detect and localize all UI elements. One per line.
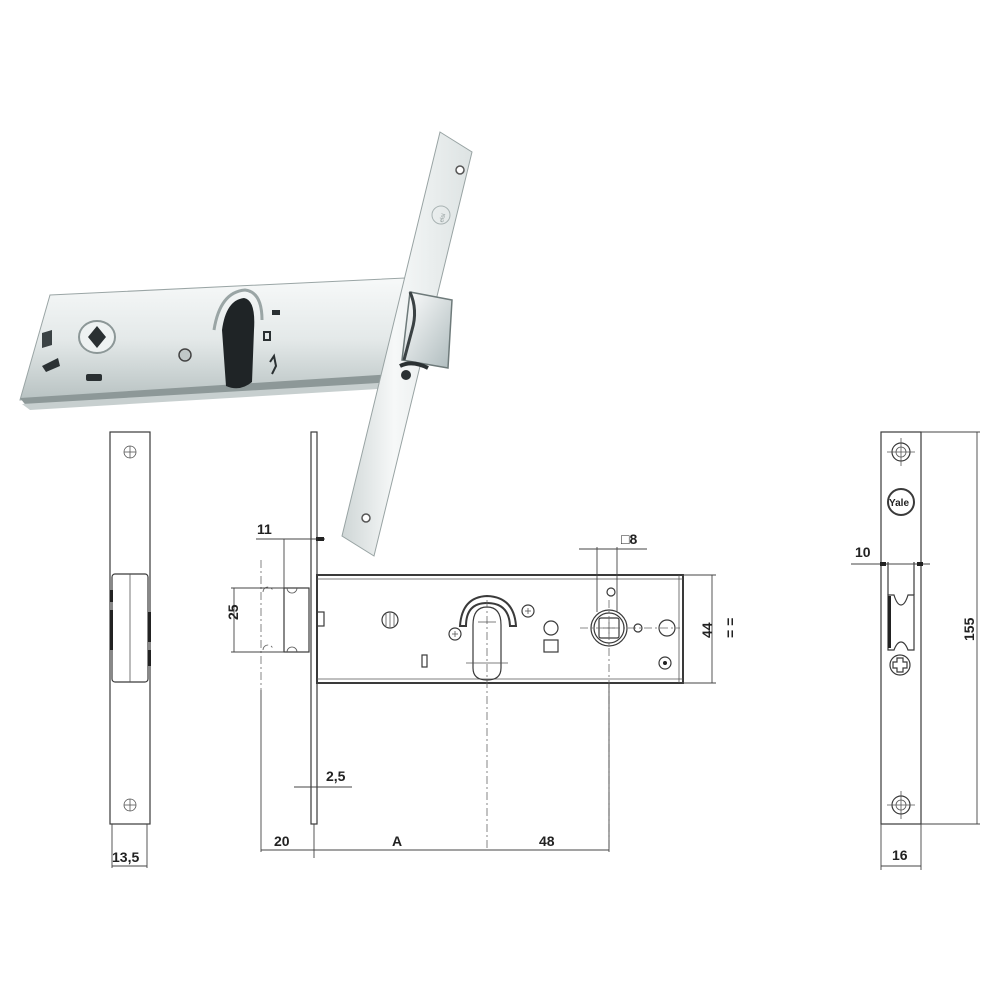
yale-logo: Yale — [889, 498, 909, 509]
dim-faceplate-length: 155 — [961, 617, 977, 641]
front-view: 25 11 — [225, 431, 738, 858]
dim-faceplate-thickness: 2,5 — [326, 768, 346, 784]
side-view: 13,5 — [109, 431, 151, 868]
dim-handle-to-cylinder: 48 — [539, 833, 555, 849]
dim-latch-width: 10 — [855, 544, 871, 560]
equal-marks: = = — [722, 618, 738, 638]
dim-backset: A — [392, 833, 402, 849]
dim-latch-offset: 20 — [274, 833, 290, 849]
svg-text:elsi: elsi — [439, 213, 447, 223]
dim-case-height: 44 — [699, 622, 715, 638]
faceplate-view: Yale 10 155 16 — [851, 431, 980, 870]
dim-faceplate-width: 16 — [892, 847, 908, 863]
product-photo: elsi — [19, 131, 473, 557]
dim-latch-height: 25 — [225, 604, 241, 620]
dim-latch-projection: 11 — [257, 521, 272, 537]
dim-spindle-square: □8 — [621, 531, 637, 547]
dim-side-width: 13,5 — [112, 849, 139, 865]
